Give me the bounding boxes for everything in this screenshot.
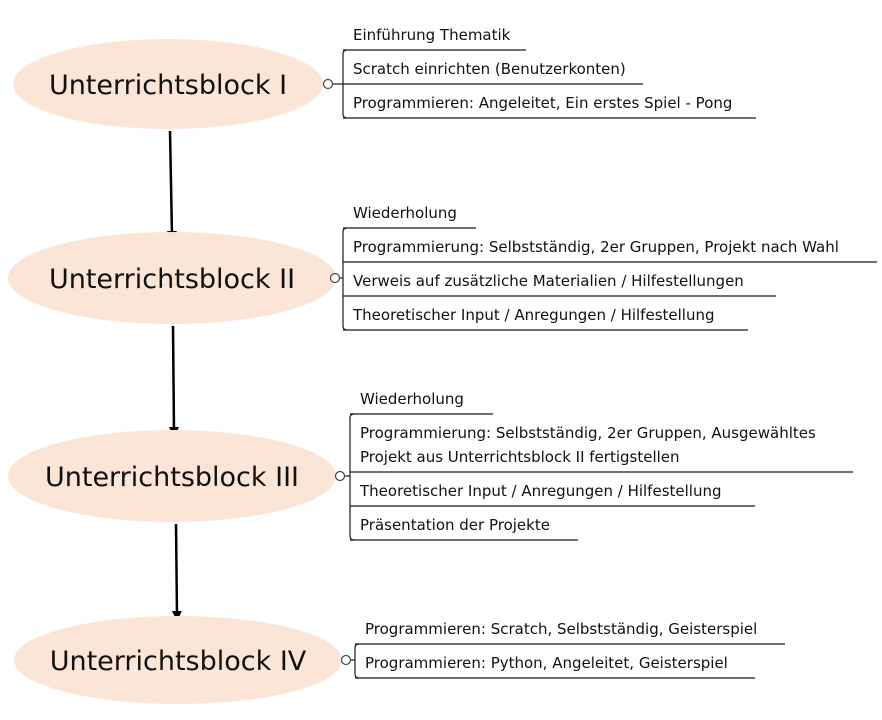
block-item-text: Wiederholung	[360, 390, 464, 408]
block-item: Präsentation der Projekte	[350, 516, 578, 541]
block-item: Programmierung: Selbstständig, 2er Grupp…	[343, 238, 877, 263]
arrows-layer	[166, 130, 182, 621]
block-item: Wiederholung	[350, 390, 493, 415]
block-item-text: Programmierung: Selbstständig, 2er Grupp…	[353, 238, 839, 256]
block-item: Theoretischer Input / Anregungen / Hilfe…	[350, 482, 755, 507]
lesson-block-3: Unterrichtsblock III WiederholungProgramm…	[8, 390, 853, 541]
block-item-text: Projekt aus Unterrichtsblock II fertigst…	[360, 448, 680, 466]
block-connector-dot	[334, 470, 346, 482]
block-label: Unterrichtsblock II	[49, 264, 295, 295]
block-item-text: Theoretischer Input / Anregungen / Hilfe…	[359, 482, 722, 500]
lesson-block-4: Unterrichtsblock IV Programmieren: Scratc…	[14, 616, 785, 704]
block-item-text: Scratch einrichten (Benutzerkonten)	[353, 60, 626, 78]
block-item-text: Programmieren: Python, Angeleitet, Geist…	[365, 654, 728, 672]
flow-arrow-3	[171, 523, 182, 621]
block-label: Unterrichtsblock III	[45, 462, 299, 493]
block-connector-dot	[340, 654, 352, 666]
block-item-text: Wiederholung	[353, 204, 457, 222]
block-bracket	[349, 413, 355, 541]
block-item-text: Theoretischer Input / Anregungen / Hilfe…	[352, 306, 715, 324]
block-item: Theoretischer Input / Anregungen / Hilfe…	[343, 306, 748, 331]
block-item: Programmieren: Scratch, Selbstständig, G…	[355, 620, 785, 645]
block-item: Scratch einrichten (Benutzerkonten)	[343, 60, 643, 85]
block-item: Einführung Thematik	[343, 26, 526, 51]
lesson-block-2: Unterrichtsblock II WiederholungProgrammi…	[8, 204, 877, 331]
block-bracket	[354, 643, 360, 679]
flow-arrow-2	[168, 325, 179, 437]
block-ellipse	[8, 430, 336, 522]
block-item-text: Einführung Thematik	[353, 26, 511, 44]
block-item: Programmieren: Python, Angeleitet, Geist…	[355, 654, 755, 679]
block-connector-dot	[329, 272, 341, 284]
block-item: Programmierung: Selbstständig, 2er Grupp…	[350, 424, 853, 473]
block-label: Unterrichtsblock I	[49, 70, 287, 101]
lesson-block-1: Unterrichtsblock I Einführung ThematikScr…	[13, 26, 756, 129]
block-item-text: Präsentation der Projekte	[360, 516, 550, 534]
block-ellipse	[8, 232, 336, 324]
block-item: Programmieren: Angeleitet, Ein erstes Sp…	[343, 94, 756, 119]
block-item: Wiederholung	[343, 204, 476, 229]
block-item: Verweis auf zusätzliche Materialien / Hi…	[343, 272, 776, 297]
block-item-text: Programmieren: Angeleitet, Ein erstes Sp…	[353, 94, 732, 112]
block-item-text: Programmieren: Scratch, Selbstständig, G…	[365, 620, 757, 638]
block-item-text: Verweis auf zusätzliche Materialien / Hi…	[353, 272, 744, 290]
blocks-layer: Unterrichtsblock I Einführung ThematikScr…	[8, 26, 877, 704]
block-bracket	[342, 227, 348, 331]
block-ellipse	[13, 39, 323, 129]
block-ellipse	[14, 616, 342, 704]
block-item-text: Programmierung: Selbstständig, 2er Grupp…	[360, 424, 816, 442]
flow-arrow-1	[166, 130, 177, 241]
block-connector-dot	[322, 78, 334, 90]
block-label: Unterrichtsblock IV	[50, 646, 307, 677]
